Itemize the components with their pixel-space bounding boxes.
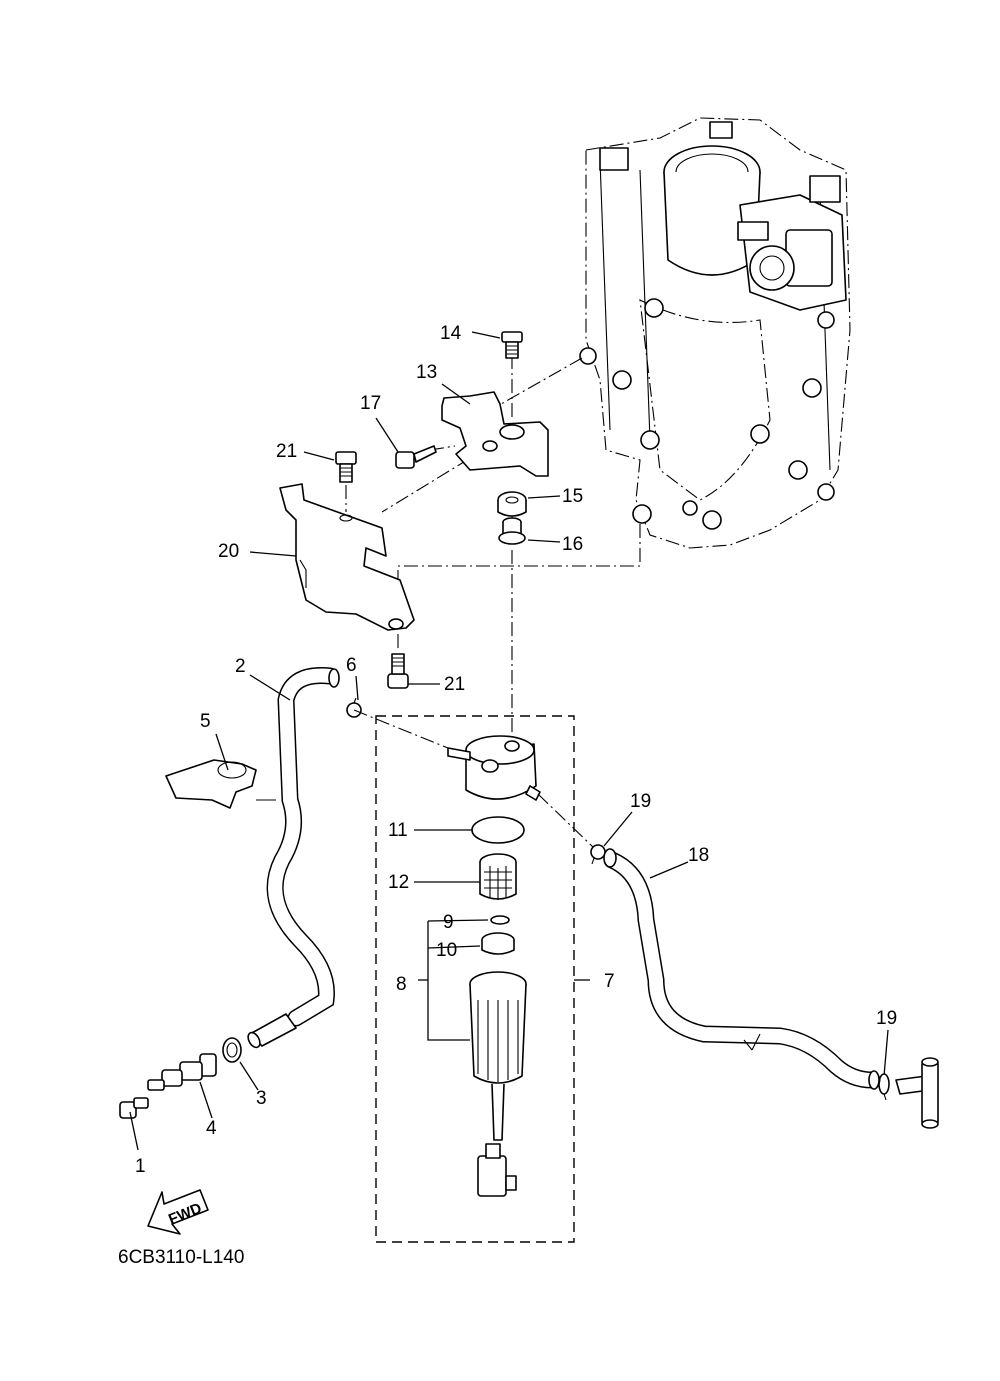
plug-1 — [119, 1097, 149, 1119]
callout-4: 4 — [206, 1118, 217, 1139]
float-10 — [481, 932, 515, 955]
o-ring-11 — [471, 816, 525, 844]
t-joint — [895, 1057, 939, 1129]
callout-labels: 1 2 3 4 5 6 7 8 9 10 11 12 13 14 15 16 1… — [135, 323, 897, 1177]
callout-8: 8 — [396, 974, 407, 995]
bolt-21-lower — [387, 653, 409, 689]
callout-14: 14 — [440, 323, 462, 344]
joint-pipe — [247, 1013, 297, 1049]
holder-5 — [165, 759, 276, 809]
assembly-7-box — [375, 715, 575, 1243]
diagram-code: 6CB3110-L140 — [118, 1247, 244, 1268]
alignment-lines — [345, 355, 641, 742]
callout-6: 6 — [346, 655, 357, 676]
callout-3: 3 — [256, 1088, 267, 1109]
collar-16 — [498, 517, 526, 545]
element-12 — [479, 853, 517, 900]
cup-8 — [469, 971, 527, 1197]
bracket-13 — [441, 391, 549, 477]
callout-17: 17 — [360, 393, 381, 414]
callout-11: 11 — [388, 820, 408, 841]
clip-19-upper — [590, 844, 606, 865]
callout-13: 13 — [416, 362, 437, 383]
callout-7: 7 — [604, 971, 615, 992]
callout-21-upper: 21 — [276, 441, 297, 462]
callout-12: 12 — [388, 872, 409, 893]
callout-20: 20 — [218, 541, 239, 562]
hose-2 — [266, 667, 340, 1027]
clip-6 — [346, 697, 362, 718]
clip-3 — [222, 1037, 242, 1063]
ring-9 — [490, 915, 510, 925]
clip-19-lower — [878, 1073, 890, 1101]
callout-9: 9 — [443, 912, 454, 933]
callout-19-lower: 19 — [876, 1008, 897, 1029]
filter-head — [447, 735, 541, 801]
cover-20 — [279, 483, 415, 631]
callout-1: 1 — [135, 1156, 146, 1177]
callout-leaders — [129, 331, 889, 1151]
callout-18: 18 — [688, 845, 709, 866]
callout-21-lower: 21 — [444, 674, 465, 695]
callout-10: 10 — [436, 940, 457, 961]
callout-16: 16 — [562, 534, 583, 555]
bolt-21-upper — [335, 451, 357, 483]
intake-manifold-assembly — [579, 117, 851, 549]
bolt-14 — [501, 331, 523, 359]
hose-18 — [603, 848, 881, 1090]
grommet-15 — [497, 491, 527, 517]
callout-2: 2 — [235, 656, 246, 677]
callout-5: 5 — [200, 711, 211, 732]
nipple-4 — [147, 1053, 217, 1091]
callout-15: 15 — [562, 486, 583, 507]
callout-19-upper: 19 — [630, 791, 651, 812]
forward-arrow-icon: FWD — [147, 1189, 209, 1235]
screw-17 — [395, 445, 437, 469]
